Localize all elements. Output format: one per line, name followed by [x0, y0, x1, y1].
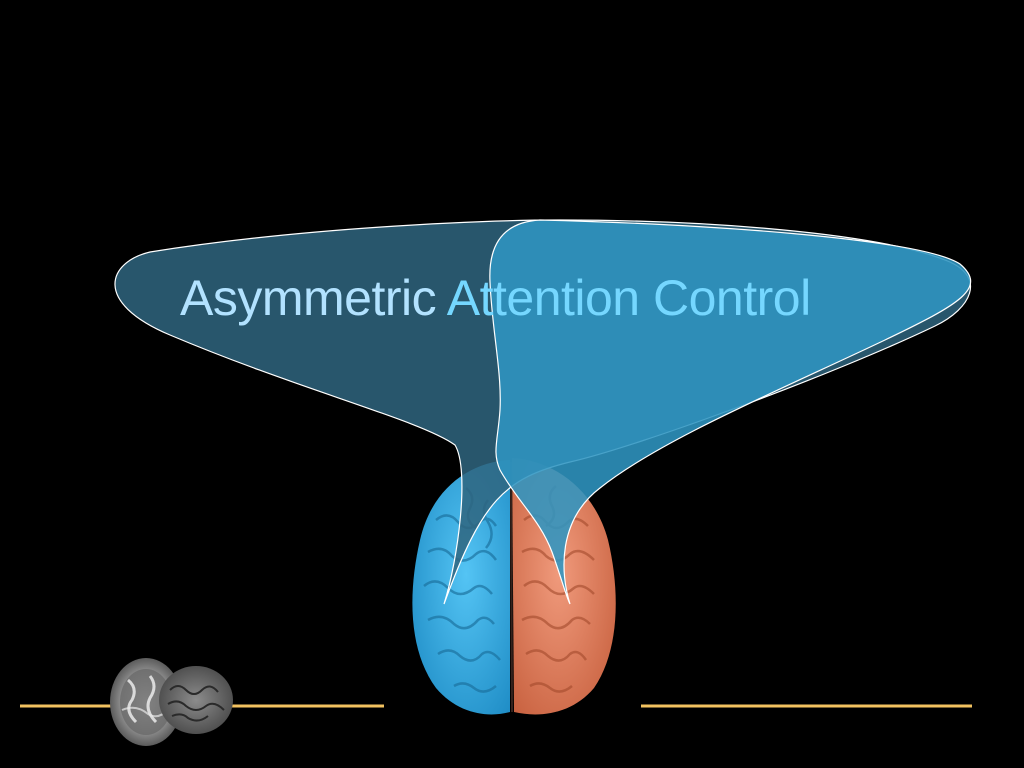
slide-title-part-right: Attention Control: [446, 270, 811, 326]
right-hemisphere-callout-bubble: [489, 219, 972, 605]
slide-title: Asymmetric Attention Control: [180, 268, 940, 328]
left-hemisphere: [412, 460, 510, 715]
mri-thumbnail-icon: [110, 658, 233, 746]
slide-title-part-left: Asymmetric: [180, 270, 437, 326]
